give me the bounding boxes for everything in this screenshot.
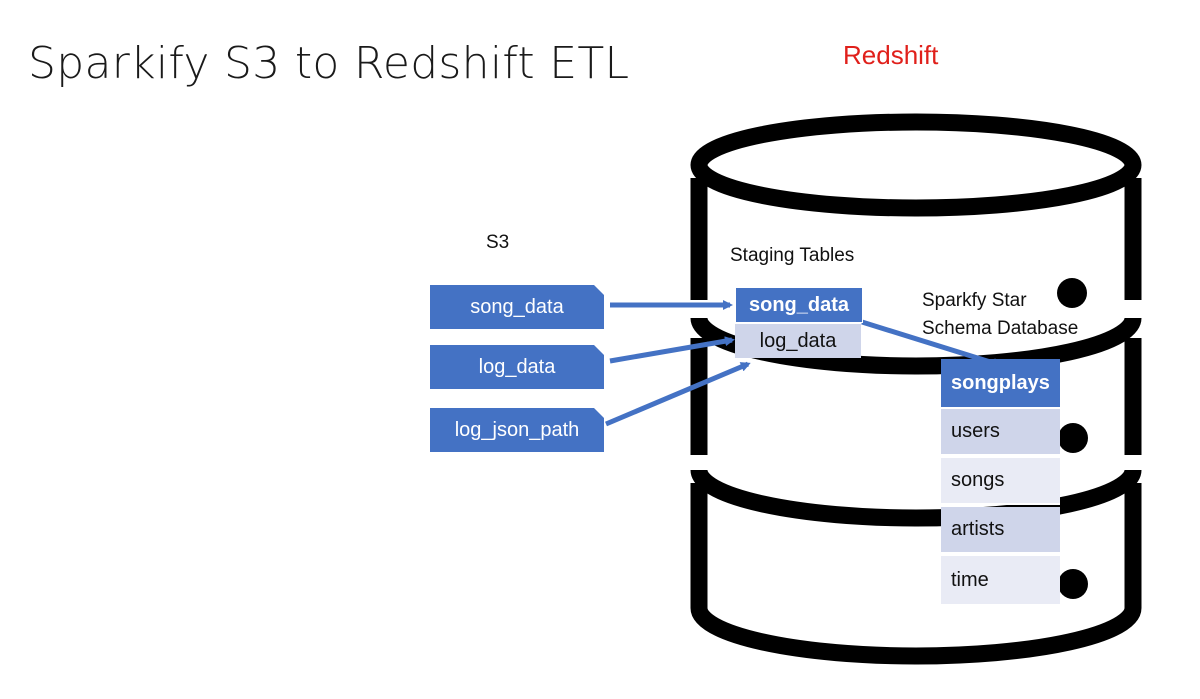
- staging-song-data: song_data: [735, 287, 863, 323]
- status-dot-3: [1058, 569, 1088, 599]
- star-schema-label-line2: Schema Database: [922, 318, 1079, 339]
- s3-log-data-box: log_data: [430, 345, 604, 389]
- table-songplays: songplays: [941, 359, 1060, 409]
- s3-song-data-box: song_data: [430, 285, 604, 329]
- cylinder-tier-2: [690, 469, 1142, 527]
- cylinder-bottom-edge: [690, 483, 1142, 665]
- arrow-logjson-to-staging: [605, 361, 751, 427]
- staging-tables-label: Staging Tables: [730, 245, 855, 266]
- page-title: Sparkify S3 to Redshift ETL: [28, 38, 630, 89]
- table-time: time: [941, 556, 1060, 606]
- arrow-log-to-staging: [609, 336, 735, 364]
- s3-log-json-path-box: log_json_path: [430, 408, 604, 452]
- s3-label: S3: [486, 232, 510, 253]
- status-dot-2: [1058, 423, 1088, 453]
- staging-log-data: log_data: [735, 324, 861, 358]
- table-artists: artists: [941, 507, 1060, 554]
- table-users: users: [941, 409, 1060, 456]
- status-dot-1: [1057, 278, 1087, 308]
- arrow-staging-to-songplays: [861, 319, 1003, 368]
- table-songs: songs: [941, 458, 1060, 505]
- cylinder-top: [690, 113, 1142, 217]
- star-schema-label: Sparkfy Star Schema Database: [922, 287, 1078, 343]
- star-schema-label-line1: Sparkfy Star: [922, 290, 1027, 311]
- redshift-label: Redshift: [843, 40, 939, 70]
